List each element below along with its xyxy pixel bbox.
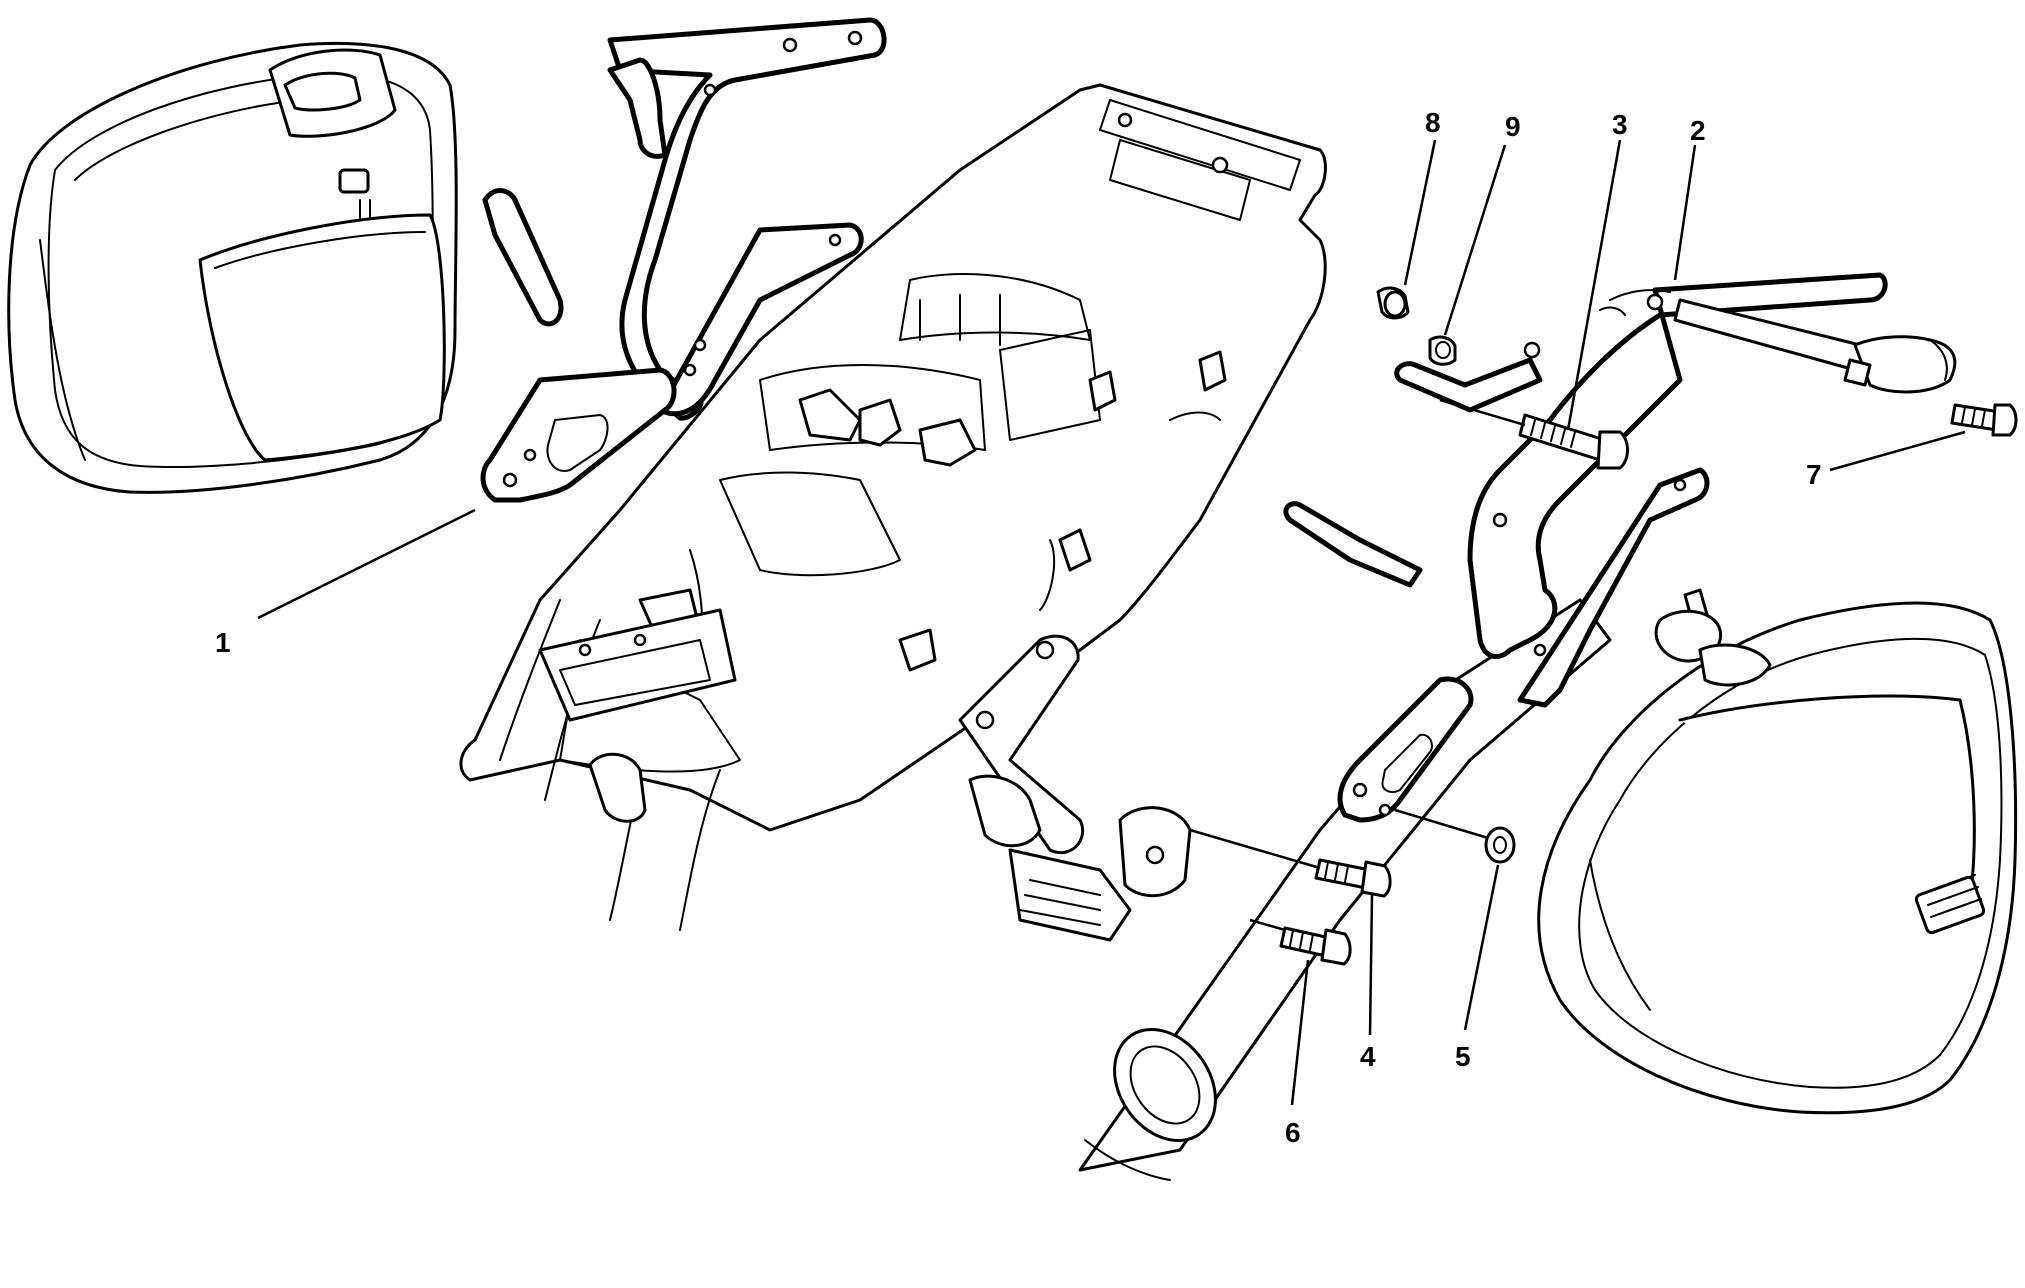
callout-5: 5 (1455, 1041, 1471, 1072)
leader-8 (1403, 139, 1437, 286)
right-pannier-case (1537, 588, 2018, 1115)
callout-8: 8 (1425, 107, 1441, 138)
left-pannier-bracket (480, 17, 887, 503)
callout-7: 7 (1806, 459, 1822, 490)
leader-6 (1290, 959, 1310, 1106)
callout-6: 6 (1285, 1117, 1301, 1148)
leader-5 (1463, 864, 1500, 1031)
part-4-bolt (1189, 828, 1392, 898)
part-5-washer (1394, 808, 1516, 864)
callout-9: 9 (1505, 111, 1521, 142)
leader-1 (257, 508, 476, 620)
right-pannier-bracket (1283, 272, 1957, 823)
leader-lines (257, 139, 1966, 1106)
leader-9 (1443, 144, 1507, 336)
part-9-nut (1428, 335, 1457, 366)
leader-2 (1673, 144, 1697, 281)
part-8-bushing (1376, 286, 1410, 320)
leader-4 (1368, 894, 1374, 1036)
shock-absorber (958, 634, 1192, 942)
callout-4: 4 (1360, 1041, 1376, 1072)
fasteners (1189, 286, 2018, 966)
callout-1: 1 (215, 627, 231, 658)
callout-labels: 1 2 3 4 5 6 7 8 9 (215, 107, 1822, 1148)
rear-subframe (459, 83, 1327, 931)
part-3-bolt (1439, 398, 1629, 470)
left-pannier-case (7, 41, 458, 494)
leader-3 (1566, 139, 1622, 431)
callout-2: 2 (1690, 115, 1706, 146)
callout-3: 3 (1612, 109, 1628, 140)
part-7-bolt (1950, 403, 2018, 437)
part-6-bolt (1249, 918, 1352, 966)
leader-7 (1829, 430, 1966, 472)
